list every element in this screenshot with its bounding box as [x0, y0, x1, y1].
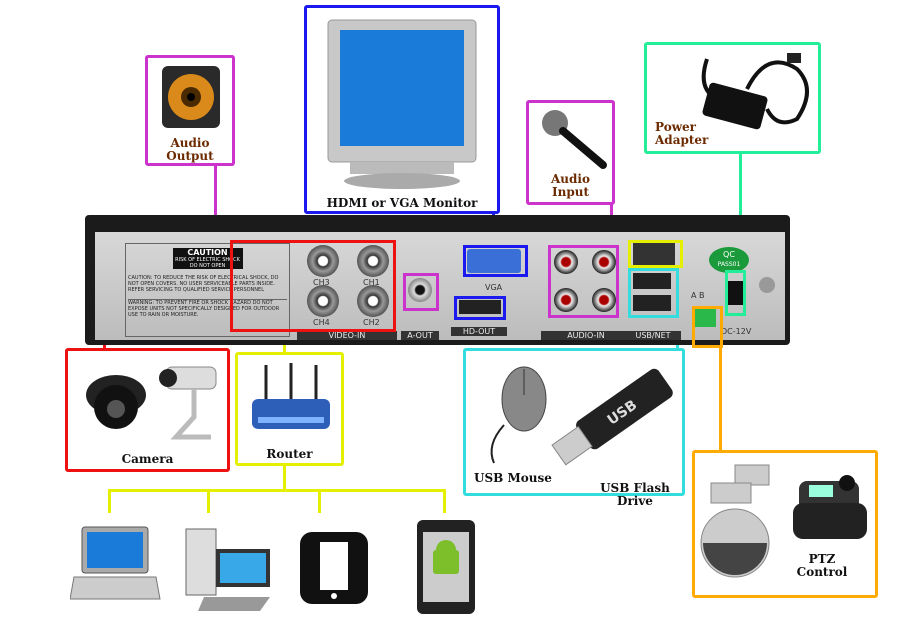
ch-label: CH4 — [313, 318, 330, 327]
client-line — [443, 489, 446, 513]
power-label: Power — [655, 120, 696, 134]
usb-port-1[interactable] — [633, 273, 671, 289]
speaker-icon — [162, 66, 220, 128]
bnc-ch4[interactable] — [307, 285, 339, 317]
video-in-connectors: CH3 CH1 CH4 CH2 — [303, 243, 395, 327]
hd-out-label: HD-OUT — [451, 327, 507, 336]
ch-label: CH2 — [363, 318, 380, 327]
camera-box: Camera — [65, 348, 230, 472]
audio-output-label: Output — [166, 149, 214, 163]
caution-sub: RISK OF ELECTRIC SHOCK — [175, 257, 240, 263]
a-out-highlight — [403, 273, 439, 311]
ptz-label: Control — [796, 565, 848, 579]
ptz-camera-icon — [700, 464, 867, 578]
rs485-terminal[interactable] — [694, 307, 716, 327]
dvr-rear-panel: CAUTION RISK OF ELECTRIC SHOCK DO NOT OP… — [85, 215, 790, 345]
usb-drive-icon: USB — [551, 368, 673, 466]
client-line — [283, 465, 286, 491]
monitor-label: HDMI or VGA Monitor — [326, 196, 478, 210]
monitor-box: HDMI or VGA Monitor — [304, 5, 500, 214]
hdmi-port[interactable] — [459, 300, 501, 314]
ethernet-port[interactable] — [633, 243, 675, 265]
usb-devices-box: USB USB Mouse USB Flash Drive — [463, 348, 685, 508]
ptz-line — [719, 346, 722, 452]
bnc-ch1[interactable] — [357, 245, 389, 277]
audio-in-label: AUDIO-IN — [541, 331, 631, 340]
video-in-highlight — [230, 240, 396, 332]
rca-ch4[interactable] — [554, 288, 578, 312]
vga-highlight — [463, 245, 528, 277]
power-label: Adapter — [655, 133, 709, 147]
audio-out-jack[interactable] — [408, 278, 432, 302]
power-line — [739, 152, 742, 272]
audio-output-line — [214, 165, 217, 237]
rca-ch3[interactable] — [554, 250, 578, 274]
client-line — [318, 489, 321, 513]
smartphone-icon — [300, 532, 368, 604]
video-in-label: VIDEO-IN — [297, 331, 397, 340]
router-label: Router — [266, 447, 313, 461]
caution-sub: DO NOT OPEN — [189, 263, 226, 269]
audio-input-label: Audio — [551, 172, 590, 186]
caution-label: CAUTION RISK OF ELECTRIC SHOCK DO NOT OP… — [125, 243, 290, 337]
client-line — [207, 489, 210, 513]
laptop-icon — [70, 526, 161, 600]
caution-title: CAUTION — [187, 248, 228, 257]
usb-flash-label: USB Flash Drive — [600, 481, 670, 508]
mouse-icon — [490, 366, 547, 464]
audio-in-highlight — [548, 245, 619, 318]
power-highlight — [725, 270, 746, 316]
net-highlight — [628, 240, 683, 268]
client-line — [108, 489, 111, 513]
ptz-highlight — [692, 306, 723, 348]
rs485-label: A B — [691, 291, 705, 300]
bnc-ch2[interactable] — [357, 285, 389, 317]
usb-port-2[interactable] — [633, 295, 671, 311]
dc-label: DC-12V — [721, 327, 752, 336]
hd-out-highlight — [454, 296, 506, 320]
ground-screw-icon — [759, 277, 775, 293]
usb-net-label: USB/NET — [625, 331, 681, 340]
audio-output-label: Audio — [170, 136, 210, 150]
rca-ch1[interactable] — [592, 250, 616, 274]
usb-highlight — [628, 268, 679, 318]
router-box: Router — [235, 352, 344, 466]
ch-label: CH3 — [313, 278, 330, 287]
router-line — [283, 340, 286, 354]
router-icon — [252, 363, 330, 429]
warning-text: WARNING: TO PREVENT FIRE OR SHOCK HAZARD… — [128, 299, 287, 318]
ch-label: CH1 — [363, 278, 380, 287]
android-phone-icon — [417, 520, 475, 614]
rca-ch2[interactable] — [592, 288, 616, 312]
caution-text: CAUTION: TO REDUCE THE RISK OF ELECTRICA… — [128, 275, 279, 293]
audio-in-jacks — [550, 248, 620, 318]
audio-input-label: Input — [552, 185, 589, 199]
monitor-icon — [327, 19, 477, 189]
usb-mouse-label: USB Mouse — [474, 471, 552, 485]
a-out-label: A-OUT — [401, 331, 439, 340]
power-adapter-icon — [701, 53, 809, 130]
camera-label: Camera — [121, 452, 174, 466]
client-line — [108, 489, 446, 492]
cctv-camera-icon — [86, 366, 217, 440]
desktop-icon — [185, 528, 270, 611]
microphone-icon — [542, 110, 607, 169]
vga-port[interactable] — [467, 249, 521, 273]
ptz-label: PTZ — [808, 552, 836, 566]
bnc-ch3[interactable] — [307, 245, 339, 277]
vga-label: VGA — [485, 283, 503, 292]
dc-power-jack[interactable] — [727, 281, 745, 305]
